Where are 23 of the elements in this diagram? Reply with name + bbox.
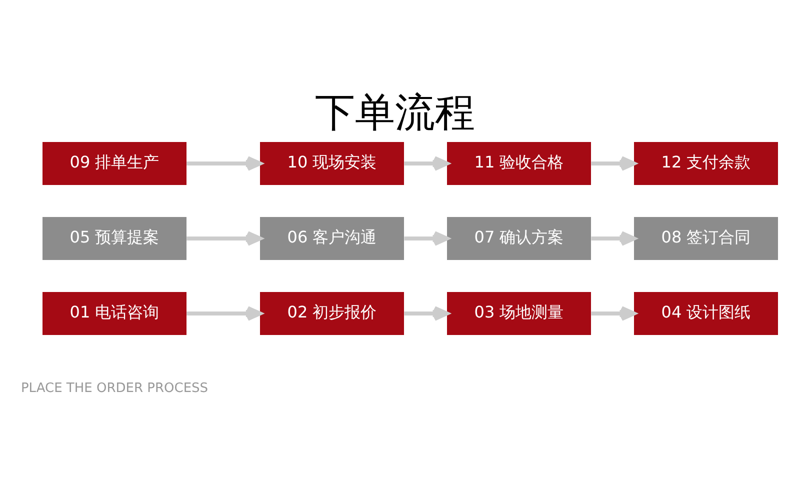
node-box: 01 电话咨询 (42, 292, 186, 334)
node-box: 12 支付余款 (634, 142, 778, 184)
diagram-title: 下单流程 (315, 90, 475, 136)
node-box: 11 验收合格 (447, 142, 591, 184)
arrow (404, 306, 449, 320)
node-box: 10 现场安装 (260, 142, 404, 184)
node-box: 06 客户沟通 (260, 216, 404, 260)
label: PLACE THE ORDER PROCESS (20, 380, 208, 396)
arrow (591, 156, 636, 170)
node-box: 08 签订合同 (634, 216, 778, 260)
node-box: 07 确认方案 (447, 216, 591, 260)
node-box: 04 设计图纸 (634, 292, 778, 334)
arrow (186, 156, 262, 170)
arrow (591, 306, 636, 320)
arrow (591, 230, 636, 246)
node-box: 02 初步报价 (260, 292, 404, 334)
arrow (186, 230, 262, 246)
node-box: 03 场地测量 (447, 292, 591, 334)
arrow (404, 156, 449, 170)
node-box: 09 排单生产 (42, 142, 186, 184)
arrow (404, 230, 449, 246)
node-box: 05 预算提案 (42, 216, 186, 260)
arrow (186, 306, 262, 320)
